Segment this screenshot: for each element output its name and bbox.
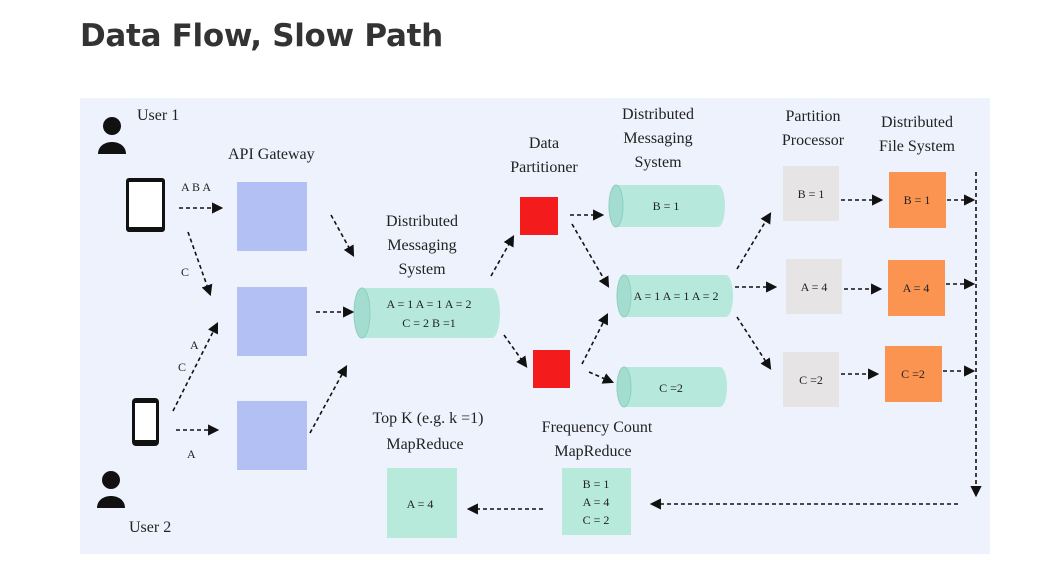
frequency-count-value-3: C = 2 [583, 513, 610, 527]
dms1-content-line-2: C = 2 B =1 [402, 316, 456, 330]
tablet-c-label: C [181, 265, 189, 279]
data-partitioner-node-2 [533, 350, 570, 388]
user-2-label: User 2 [129, 519, 171, 536]
arrow-partitioner-1-to-queue-2 [571, 223, 610, 288]
dfs-node-1 [889, 172, 946, 228]
api-gateway-label: API Gateway [228, 146, 315, 163]
dfs-label-line-1: Distributed [881, 114, 953, 131]
frequency-count-label-line-1: Frequency Count [542, 419, 653, 436]
partition-processor-node-1 [783, 166, 839, 221]
frequency-count-value-2: A = 4 [583, 495, 610, 509]
partition-processor-node-2 [786, 259, 842, 314]
dms1-queue [353, 287, 500, 339]
dfs-node-2-value: A = 4 [903, 281, 930, 295]
phone-icon [132, 398, 159, 446]
phone-a-label-lower: A [187, 447, 196, 461]
dms2-queue-1-content: B = 1 [653, 199, 680, 213]
arrow-queue-2-to-processor-3 [736, 316, 772, 370]
arrow-phone-to-gateway-2 [172, 322, 219, 412]
phone-a-label-upper: A [190, 338, 199, 352]
dms1-label-line-3: System [398, 261, 446, 278]
arrow-tablet-to-gateway-2 [187, 231, 213, 297]
dms2-queue-2-content: A = 1 A = 1 A = 2 [634, 289, 719, 303]
dms2-queue-1 [608, 184, 725, 228]
data-partitioner-label-line-1: Data [529, 135, 559, 152]
dfs-node-1-value: B = 1 [904, 193, 931, 207]
arrow-dms1-to-partitioner-2 [503, 334, 528, 368]
data-flow-diagram: User 1 User 2 A B A C A C A API Gateway … [80, 98, 990, 554]
page-title: Data Flow, Slow Path [80, 18, 443, 54]
arrow-gateway-3-to-dms1 [309, 365, 348, 434]
partition-processor-node-1-value: B = 1 [798, 187, 825, 201]
topk-value: A = 4 [407, 497, 434, 511]
dfs-node-2 [888, 260, 945, 316]
user-1-icon [98, 117, 126, 154]
dms1-label-line-2: Messaging [387, 237, 456, 254]
dms2-queue-3 [616, 366, 727, 408]
api-gateway-node-3 [237, 401, 307, 470]
data-partitioner-node-1 [520, 197, 558, 235]
dfs-node-3 [885, 346, 942, 402]
partition-processor-node-3 [783, 352, 839, 407]
dfs-label-line-2: File System [879, 138, 956, 155]
arrow-partitioner-2-to-queue-2 [581, 313, 609, 365]
arrow-dms1-to-partitioner-1 [490, 235, 515, 277]
user-2-icon [97, 471, 125, 508]
dms2-queue-3-content: C =2 [659, 381, 683, 395]
topk-node [387, 468, 457, 538]
flow-arrows [172, 172, 982, 515]
dms1-content-line-1: A = 1 A = 1 A = 2 [387, 297, 472, 311]
frequency-count-node [562, 468, 631, 535]
arrow-queue-2-to-processor-1 [736, 212, 772, 270]
frequency-count-value-1: B = 1 [583, 477, 610, 491]
dfs-node-3-value: C =2 [901, 367, 925, 381]
dms1-label-line-1: Distributed [386, 213, 458, 230]
api-gateway-node-1 [237, 182, 307, 251]
partition-processor-node-2-value: A = 4 [801, 280, 828, 294]
partition-processor-label-line-1: Partition [785, 108, 840, 125]
api-gateway-node-2 [237, 287, 307, 356]
dms2-label-line-1: Distributed [622, 106, 694, 123]
frequency-count-label-line-2: MapReduce [554, 443, 631, 460]
arrow-gateway-1-to-dms1 [330, 214, 355, 257]
dms2-queue-2 [616, 274, 733, 318]
topk-label-line-1: Top K (e.g. k =1) [373, 410, 484, 427]
partition-processor-label-line-2: Processor [782, 132, 845, 149]
topk-label-line-2: MapReduce [386, 436, 463, 453]
tablet-events-label: A B A [181, 180, 211, 194]
dms2-label-line-2: Messaging [623, 130, 692, 147]
partition-processor-node-3-value: C =2 [799, 373, 823, 387]
data-partitioner-label-line-2: Partitioner [510, 159, 578, 176]
dms2-label-line-3: System [634, 154, 682, 171]
user-1-label: User 1 [137, 107, 179, 124]
tablet-icon [126, 178, 165, 232]
phone-c-label: C [178, 360, 186, 374]
